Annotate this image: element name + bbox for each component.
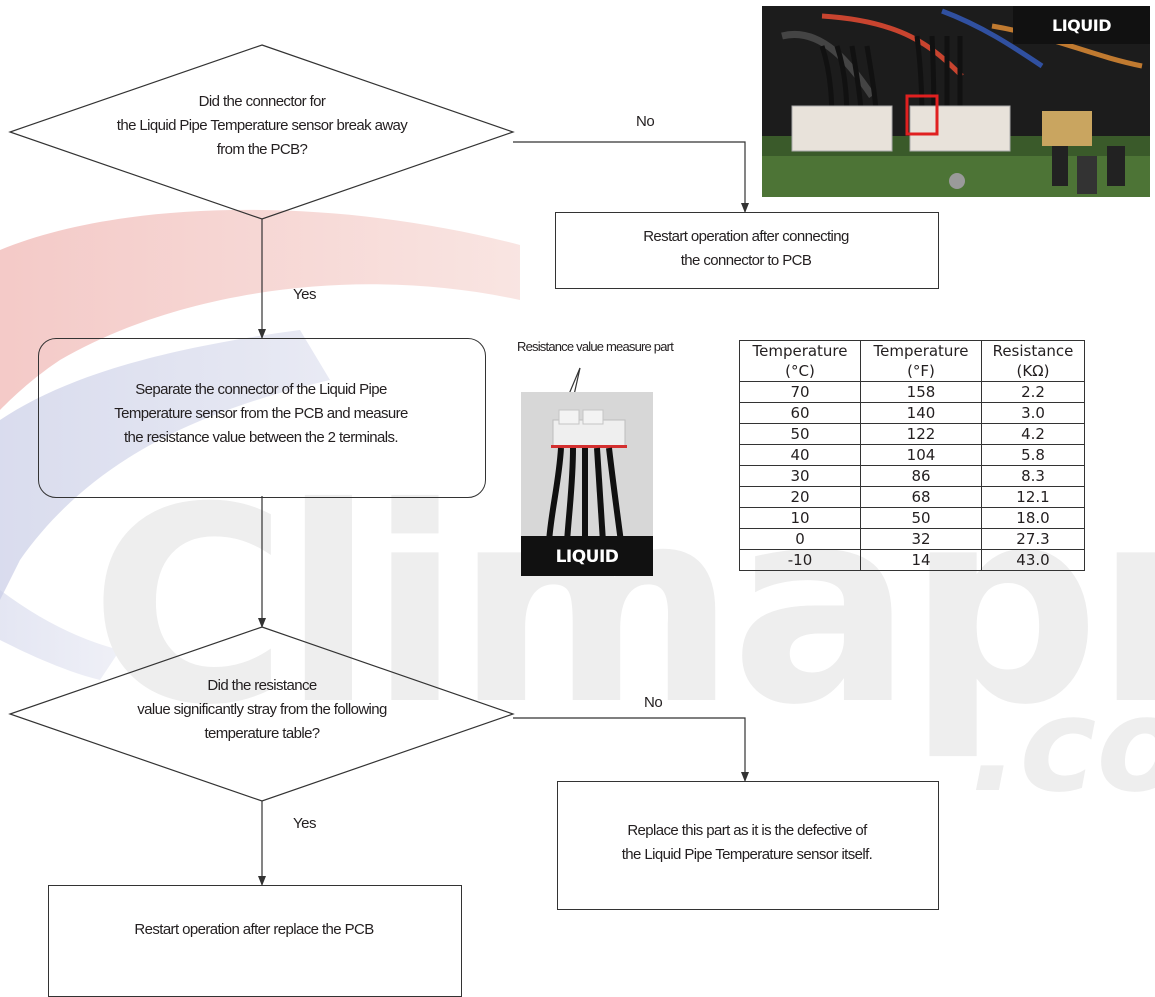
table-cell: 32 [860, 528, 982, 550]
table-cell: 40 [739, 444, 861, 466]
watermark-blue-swoosh [0, 330, 330, 600]
table-cell: -10 [739, 549, 861, 571]
decision1-text: Did the connector for the Liquid Pipe Te… [60, 90, 464, 162]
decision1-line: the Liquid Pipe Temperature sensor break… [116, 117, 408, 134]
photo-top-badge: LIQUID [1013, 8, 1150, 44]
resistance-table: Temperature Temperature Resistance (°C) … [739, 340, 1085, 571]
watermark-suffix: .co [970, 669, 1155, 821]
decision1-line: from the PCB? [216, 141, 308, 158]
table-cell: 4.2 [981, 423, 1085, 445]
measure-label: Resistance value measure part [517, 339, 674, 354]
table-cell: 0 [739, 528, 861, 550]
decision2-line: value significantly stray from the follo… [137, 701, 387, 718]
table-cell: 14 [860, 549, 982, 571]
watermark-red-swoosh [0, 209, 520, 410]
decision1-no-label: No [636, 113, 655, 130]
box-separate-line: the resistance value between the 2 termi… [123, 429, 399, 446]
box-restart-connect-line: Restart operation after connecting [643, 228, 849, 245]
table-cell: 68 [860, 486, 982, 508]
table-cell: 70 [739, 381, 861, 403]
watermark-blue-swoosh-lower [0, 590, 120, 680]
table-cell: 140 [860, 402, 982, 424]
table-cell: 27.3 [981, 528, 1085, 550]
table-cell: 50 [739, 423, 861, 445]
table-header-cell: Temperature [739, 340, 861, 361]
box-separate [38, 338, 486, 498]
table-cell: 5.8 [981, 444, 1085, 466]
decision2-no-label: No [644, 694, 663, 711]
box-replace-part-line: Replace this part as it is the defective… [627, 822, 867, 839]
table-header-cell: Temperature [860, 340, 982, 361]
table-cell: 50 [860, 507, 982, 529]
decision1-line: Did the connector for [198, 93, 326, 110]
box-separate-line: Temperature sensor from the PCB and meas… [114, 405, 408, 422]
box-replace-part-text: Replace this part as it is the defective… [557, 819, 937, 867]
box-separate-text: Separate the connector of the Liquid Pip… [38, 378, 484, 450]
table-cell: 60 [739, 402, 861, 424]
box-restart-connect [555, 212, 939, 289]
table-cell: 12.1 [981, 486, 1085, 508]
photo-connector-badge: LIQUID [521, 539, 653, 576]
decision2-line: temperature table? [204, 725, 320, 742]
decision2-line: Did the resistance [207, 677, 317, 694]
box-replace-pcb-text: Restart operation after replace the PCB [48, 918, 460, 942]
table-header-unit: (°F) [860, 361, 982, 382]
box-replace-pcb-line: Restart operation after replace the PCB [134, 921, 374, 938]
table-cell: 10 [739, 507, 861, 529]
decision1-yes-label: Yes [293, 286, 316, 303]
table-cell: 122 [860, 423, 982, 445]
table-cell: 158 [860, 381, 982, 403]
table-cell: 18.0 [981, 507, 1085, 529]
decision2-text: Did the resistance value significantly s… [60, 674, 464, 746]
table-cell: 8.3 [981, 465, 1085, 487]
box-replace-part-line: the Liquid Pipe Temperature sensor itsel… [621, 846, 873, 863]
box-restart-connect-line: the connector to PCB [680, 252, 812, 269]
table-header-row: Temperature Temperature Resistance [739, 340, 1085, 361]
table-header-unit: (°C) [739, 361, 861, 382]
table-header-unit: (KΩ) [981, 361, 1085, 382]
table-cell: 43.0 [981, 549, 1085, 571]
decision2-no-line [513, 717, 749, 782]
table-cell: 30 [739, 465, 861, 487]
box-replace-part [557, 781, 939, 910]
table-header-unit-row: (°C) (°F) (KΩ) [739, 361, 1085, 382]
decision2-yes-label: Yes [293, 815, 316, 832]
decision1-no-line [513, 141, 749, 213]
box-separate-line: Separate the connector of the Liquid Pip… [135, 381, 387, 398]
table-cell: 20 [739, 486, 861, 508]
table-cell: 2.2 [981, 381, 1085, 403]
table-cell: 3.0 [981, 402, 1085, 424]
table-cell: 86 [860, 465, 982, 487]
box-restart-connect-text: Restart operation after connecting the c… [555, 225, 937, 273]
table-cell: 104 [860, 444, 982, 466]
table-header-cell: Resistance [981, 340, 1085, 361]
